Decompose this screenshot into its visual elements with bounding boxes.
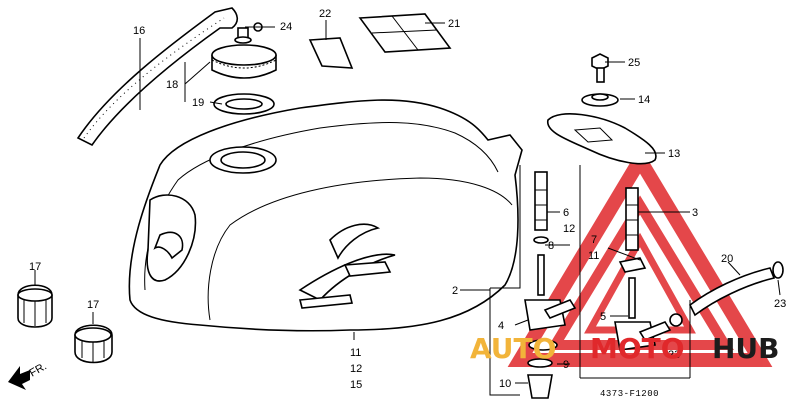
callout-25: 25 [628,57,640,69]
fuel-valve-right [614,187,683,351]
callout-12-tank: 12 [350,363,362,375]
callout-17-upper: 17 [29,261,41,273]
fuel-valve-left [524,171,577,399]
callout-20: 20 [721,253,733,265]
fuel-cap-assembly [211,22,277,115]
leader-lines [34,20,781,384]
callout-12-upper: 12 [563,223,575,235]
callout-14: 14 [638,94,650,106]
callout-13: 13 [668,148,680,160]
group-brackets [184,62,691,396]
decals [308,13,452,69]
callout-17-lower: 17 [87,299,99,311]
callout-11-upper: 11 [588,250,599,262]
callout-7: 7 [591,234,597,246]
callout-23-right: 23 [774,298,786,310]
callout-11-tank: 11 [350,347,361,359]
watermark-text-hub: HUB [712,332,780,365]
callout-18: 18 [166,79,178,91]
breather-hose [76,7,239,147]
callout-15: 15 [350,379,362,391]
callout-23-lower: 23 [668,349,680,361]
callout-numbers: 16 24 22 21 18 19 25 14 13 3 6 12 8 7 11… [29,8,786,391]
left-cushion-caps [17,284,113,364]
direction-label: FR. [28,360,49,379]
callout-6: 6 [563,207,569,219]
callout-8: 8 [548,240,554,252]
callout-22: 22 [319,8,331,20]
callout-3: 3 [692,207,698,219]
callout-16: 16 [133,25,145,37]
callout-21: 21 [448,18,460,30]
callout-4: 4 [498,320,504,332]
callout-5: 5 [600,311,606,323]
callout-10: 10 [499,378,511,390]
watermark-text: AUTO MOTO HUB [470,332,780,365]
fuel-tank [128,99,523,332]
watermark-text-moto: MOTO [590,332,685,365]
callout-24: 24 [280,21,292,33]
diagram-code: 4373-F1200 [600,389,659,399]
fuel-hose [688,261,784,317]
callout-19: 19 [192,97,204,109]
callout-2: 2 [452,285,458,297]
rear-mount-assembly [547,53,657,165]
front-direction-arrow: FR. [8,360,49,390]
callout-9: 9 [563,359,569,371]
watermark-text-auto: AUTO [470,332,556,365]
